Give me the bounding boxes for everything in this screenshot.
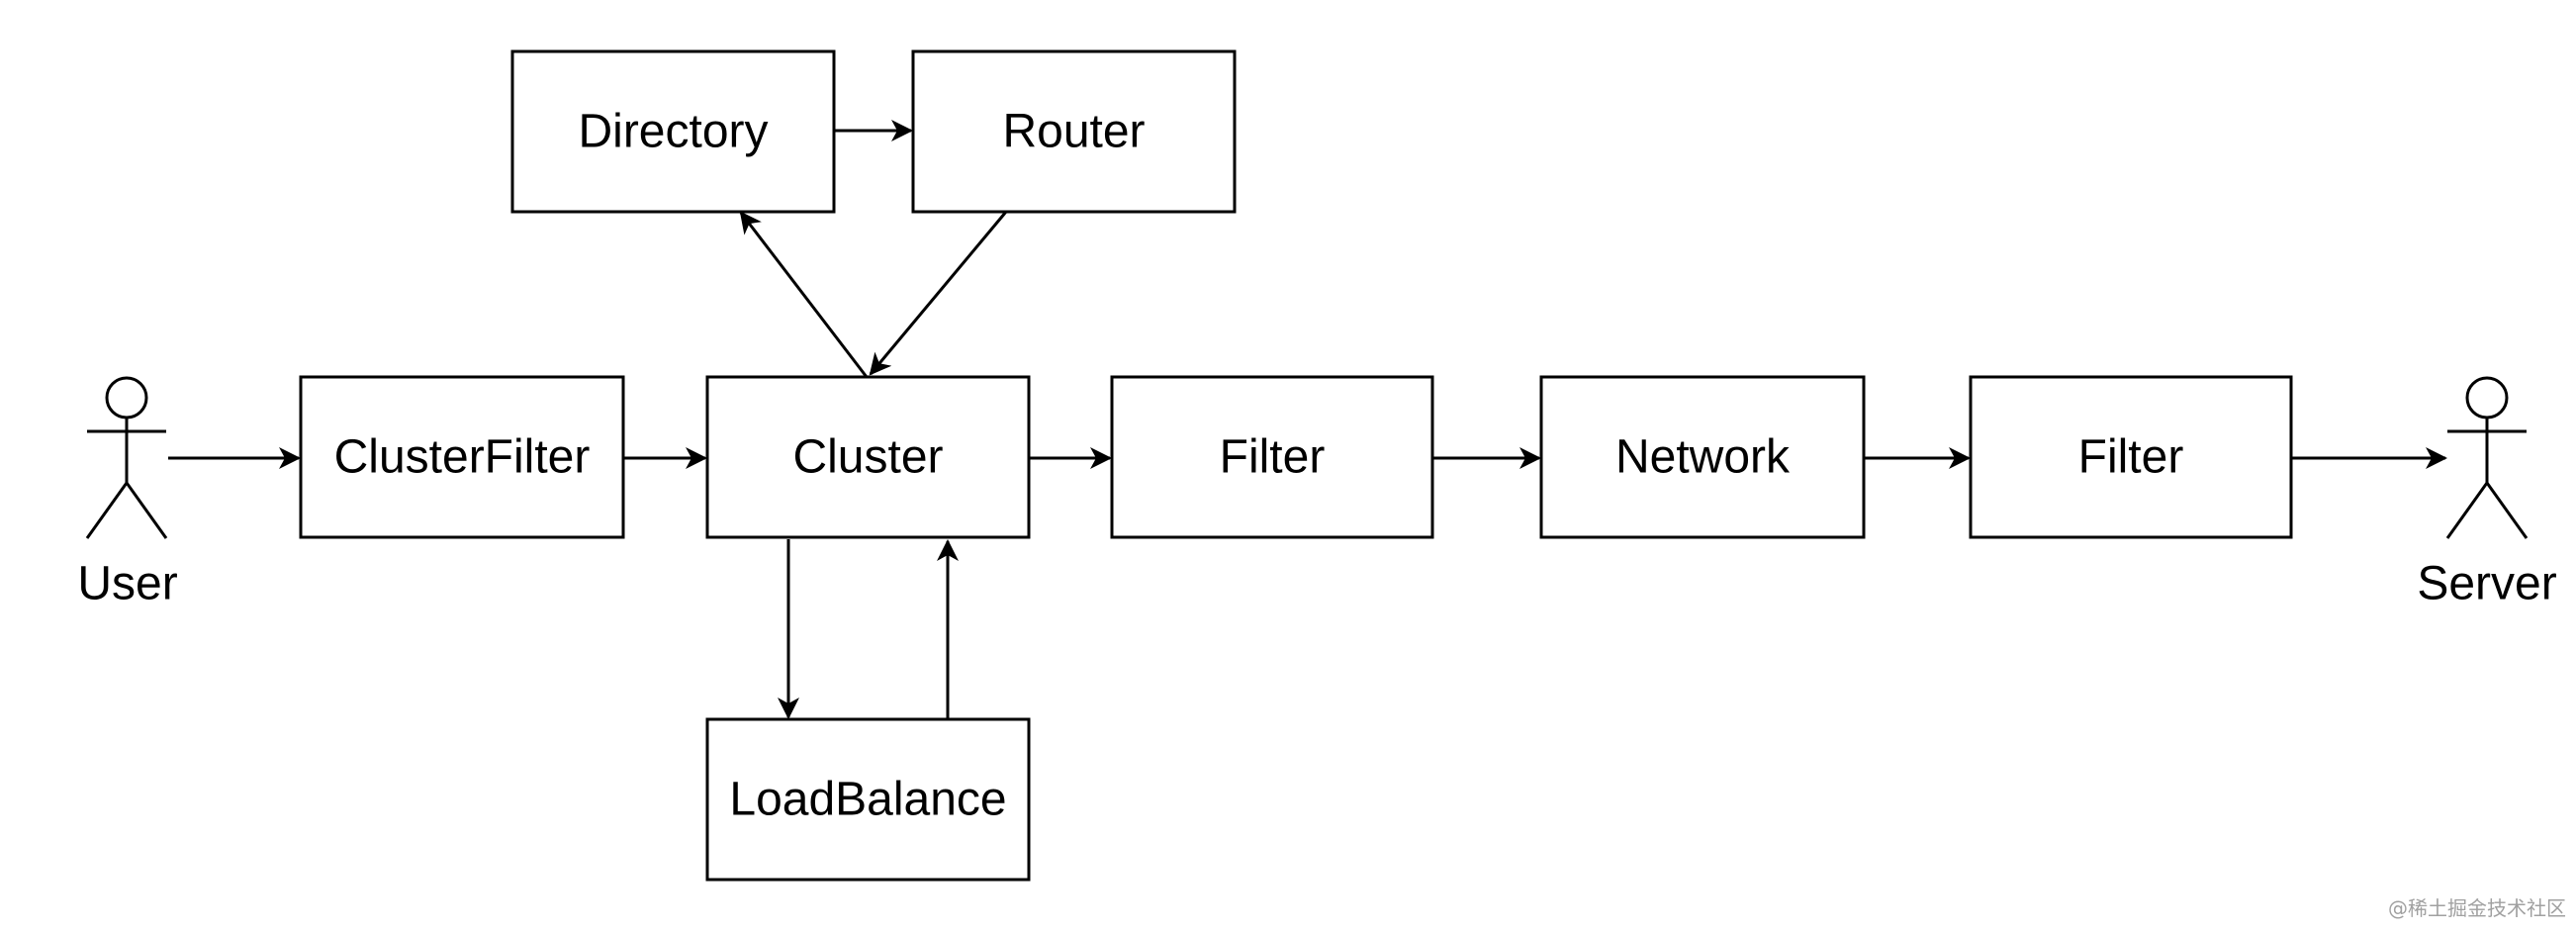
- actor-server: Server: [2417, 376, 2557, 610]
- node-filter-1-label: Filter: [1220, 431, 1326, 484]
- node-router: Router: [911, 49, 1237, 214]
- user-head-icon: [105, 376, 148, 420]
- node-directory: Directory: [510, 49, 836, 214]
- node-clusterfilter: ClusterFilter: [299, 375, 625, 539]
- actor-user: User: [77, 376, 178, 610]
- watermark: @稀土掘金技术社区: [2388, 896, 2566, 920]
- node-cluster: Cluster: [705, 375, 1031, 539]
- node-clusterfilter-label: ClusterFilter: [334, 431, 591, 484]
- node-cluster-label: Cluster: [792, 431, 943, 484]
- node-network-label: Network: [1615, 431, 1791, 484]
- edge-cluster-to-directory: [739, 211, 869, 378]
- server-left-leg: [2445, 482, 2489, 539]
- node-filter-2-label: Filter: [2078, 431, 2184, 484]
- actor-user-label: User: [77, 558, 177, 610]
- server-head-icon: [2465, 376, 2509, 420]
- server-right-leg: [2485, 482, 2529, 539]
- user-right-leg: [125, 482, 168, 539]
- node-loadbalance-label: LoadBalance: [729, 774, 1006, 826]
- node-network: Network: [1539, 375, 1866, 539]
- user-left-leg: [85, 482, 129, 539]
- edge-router-to-cluster: [869, 211, 1008, 376]
- actor-server-label: Server: [2417, 558, 2556, 610]
- node-directory-label: Directory: [578, 106, 768, 158]
- node-filter-1: Filter: [1110, 375, 1434, 539]
- edges: [168, 120, 2447, 719]
- node-loadbalance: LoadBalance: [705, 717, 1031, 882]
- node-filter-2: Filter: [1969, 375, 2293, 539]
- node-router-label: Router: [1002, 106, 1145, 158]
